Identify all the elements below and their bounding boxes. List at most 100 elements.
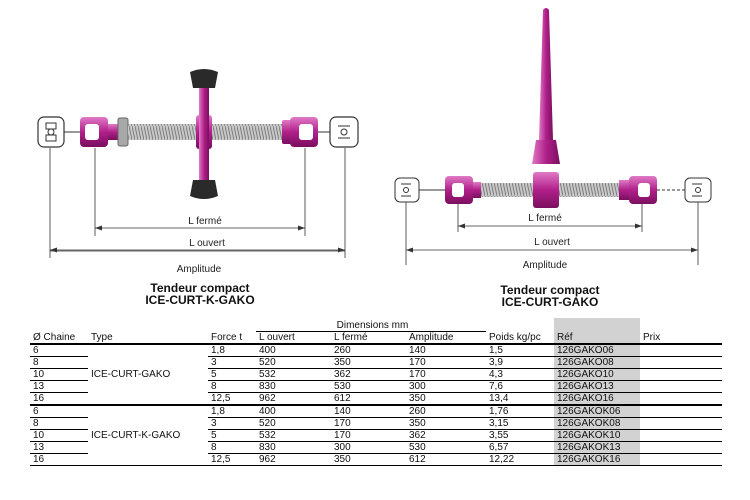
cell-l-open: 400 xyxy=(256,343,331,357)
cell-type: ICE-CURT-GAKO xyxy=(88,343,208,406)
cell-l-closed: 362 xyxy=(331,368,406,381)
handle-bar xyxy=(199,84,209,182)
header-amplitude: Amplitude xyxy=(409,332,454,343)
cell-l-closed: 530 xyxy=(331,380,406,393)
thread-right xyxy=(559,183,619,197)
dim-open-label: L ouvert xyxy=(189,238,225,249)
cell-weight: 13,4 xyxy=(486,392,554,406)
cell-ref: 126GAKO10 xyxy=(554,368,640,381)
cell-ref: 126GAKOK16 xyxy=(554,453,640,466)
cell-price xyxy=(640,368,722,381)
cell-weight: 3,15 xyxy=(486,417,554,430)
handle-knob-top xyxy=(190,69,218,88)
cell-force: 5 xyxy=(208,429,256,442)
thread-left xyxy=(128,124,198,140)
cell-l-closed: 170 xyxy=(331,417,406,430)
cell-amplitude: 612 xyxy=(406,453,486,466)
cell-force: 1,8 xyxy=(208,404,256,418)
cell-amplitude: 170 xyxy=(406,368,486,381)
thread-right xyxy=(212,124,282,140)
cell-ref: 126GAKOK06 xyxy=(554,404,640,418)
header-l-open: L ouvert xyxy=(259,332,295,343)
caption-right-line1: Tendeur compact xyxy=(500,283,600,297)
cell-amplitude: 140 xyxy=(406,343,486,357)
cell-amplitude: 170 xyxy=(406,356,486,369)
cell-force: 12,5 xyxy=(208,392,256,406)
dim-closed-label: L fermé xyxy=(528,213,562,224)
cell-chain: 10 xyxy=(30,429,88,442)
figure-left: L fermé L ouvert Amplitude Tendeur compa… xyxy=(0,0,380,310)
end-hook-right xyxy=(329,116,359,148)
fork-right xyxy=(290,117,318,147)
cell-force: 5 xyxy=(208,368,256,381)
cell-amplitude: 362 xyxy=(406,429,486,442)
cell-chain: 13 xyxy=(30,441,88,454)
cell-chain: 16 xyxy=(30,453,88,466)
end-hook-left xyxy=(394,177,420,203)
cell-type: ICE-CURT-K-GAKO xyxy=(88,404,208,466)
cell-chain: 10 xyxy=(30,368,88,381)
cell-price xyxy=(640,380,722,393)
cell-price xyxy=(640,404,722,418)
handle-knob-bottom xyxy=(190,180,218,199)
cell-price xyxy=(640,356,722,369)
caption-left-line1: Tendeur compact xyxy=(150,281,250,295)
cell-price xyxy=(640,429,722,442)
header-price: Prix xyxy=(643,332,661,343)
cell-force: 12,5 xyxy=(208,453,256,466)
cell-l-closed: 350 xyxy=(331,356,406,369)
dim-open-label: L ouvert xyxy=(534,237,570,248)
header-ref: Réf xyxy=(554,318,640,344)
spec-table: Ø Chaine Type Force t Dimensions mm Poid… xyxy=(30,318,722,466)
cell-ref: 126GAKOK08 xyxy=(554,417,640,430)
figure-right: L fermé L ouvert Amplitude Tendeur compa… xyxy=(380,0,750,310)
end-hook-left xyxy=(37,116,65,148)
cell-amplitude: 300 xyxy=(406,380,486,393)
cell-force: 1,8 xyxy=(208,343,256,357)
header-chain: Ø Chaine xyxy=(33,332,76,343)
cell-chain: 6 xyxy=(30,404,88,418)
cell-force: 3 xyxy=(208,417,256,430)
cell-ref: 126GAKOK10 xyxy=(554,429,640,442)
cell-ref: 126GAKO06 xyxy=(554,343,640,357)
cell-amplitude: 530 xyxy=(406,441,486,454)
header-l-closed: L fermé xyxy=(334,332,368,343)
cell-weight: 4,3 xyxy=(486,368,554,381)
cell-l-closed: 170 xyxy=(331,429,406,442)
fork-left xyxy=(80,117,122,147)
cell-l-closed: 140 xyxy=(331,404,406,418)
cell-chain: 8 xyxy=(30,417,88,430)
cell-l-open: 532 xyxy=(256,368,331,381)
end-hook-right xyxy=(684,177,712,203)
cell-force: 8 xyxy=(208,441,256,454)
cell-ref: 126GAKO16 xyxy=(554,392,640,406)
cell-l-closed: 612 xyxy=(331,392,406,406)
cell-ref: 126GAKO08 xyxy=(554,356,640,369)
cell-price xyxy=(640,417,722,430)
cell-chain: 13 xyxy=(30,380,88,393)
cell-ref: 126GAKOK13 xyxy=(554,441,640,454)
cell-ref: 126GAKO13 xyxy=(554,380,640,393)
thread-left xyxy=(481,183,533,197)
cell-chain: 16 xyxy=(30,392,88,406)
caption-left-line2: ICE-CURT-K-GAKO xyxy=(145,293,255,307)
cell-force: 8 xyxy=(208,380,256,393)
cell-chain: 6 xyxy=(30,343,88,357)
header-type: Type xyxy=(91,332,113,343)
cell-l-open: 520 xyxy=(256,356,331,369)
cell-l-closed: 350 xyxy=(331,453,406,466)
cell-weight: 1,5 xyxy=(486,343,554,357)
lever-handle xyxy=(539,8,553,140)
cell-weight: 7,6 xyxy=(486,380,554,393)
cell-weight: 3,55 xyxy=(486,429,554,442)
